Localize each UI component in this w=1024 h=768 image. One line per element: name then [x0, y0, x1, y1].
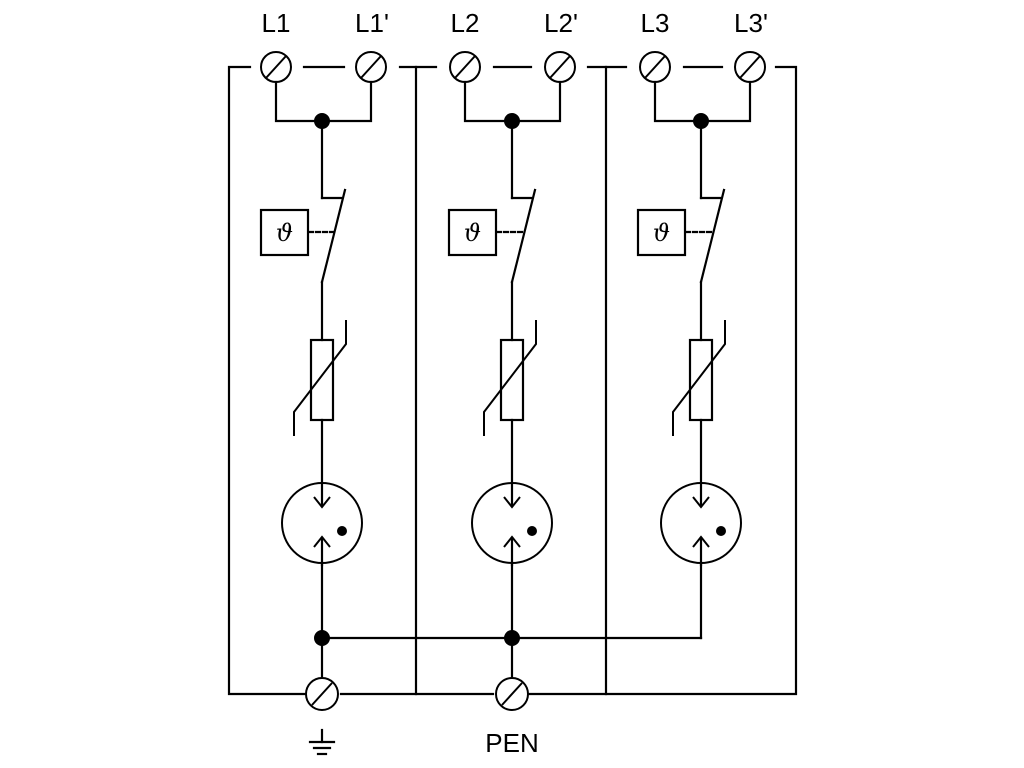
- ground-symbol-icon: [308, 728, 336, 756]
- thermal-disconnector-icon: ϑ: [636, 188, 726, 284]
- terminal-screw-icon: [544, 51, 576, 83]
- label-L2: L2: [451, 8, 480, 38]
- label-L2-prime: L2': [544, 8, 578, 38]
- terminal-screw-icon: [734, 51, 766, 83]
- terminal-screw-icon: [305, 677, 339, 711]
- label-PEN: PEN: [485, 728, 538, 758]
- enclosure-frame: [227, 65, 798, 696]
- thermal-symbol: ϑ: [276, 219, 293, 247]
- thermal-symbol: ϑ: [464, 219, 481, 247]
- terminal-labels: L1 L1' L2 L2' L3 L3' PEN: [262, 8, 768, 758]
- varistor-icon: [293, 320, 347, 436]
- phase-3-circuit: ϑ: [636, 51, 766, 640]
- terminal-screw-icon: [355, 51, 387, 83]
- common-bus: [314, 630, 703, 679]
- terminal-screw-icon: [449, 51, 481, 83]
- thermal-disconnector-icon: ϑ: [447, 188, 537, 284]
- phase-1-circuit: ϑ: [259, 51, 387, 640]
- label-L1-prime: L1': [355, 8, 389, 38]
- varistor-icon: [672, 320, 726, 436]
- label-L3-prime: L3': [734, 8, 768, 38]
- thermal-symbol: ϑ: [653, 219, 670, 247]
- terminal-screw-icon: [260, 51, 292, 83]
- label-L3: L3: [641, 8, 670, 38]
- varistor-icon: [483, 320, 537, 436]
- phase-2-circuit: ϑ: [447, 51, 576, 640]
- thermal-disconnector-icon: ϑ: [259, 188, 347, 284]
- label-L1: L1: [262, 8, 291, 38]
- terminal-screw-icon: [639, 51, 671, 83]
- terminal-screw-icon: [495, 677, 529, 711]
